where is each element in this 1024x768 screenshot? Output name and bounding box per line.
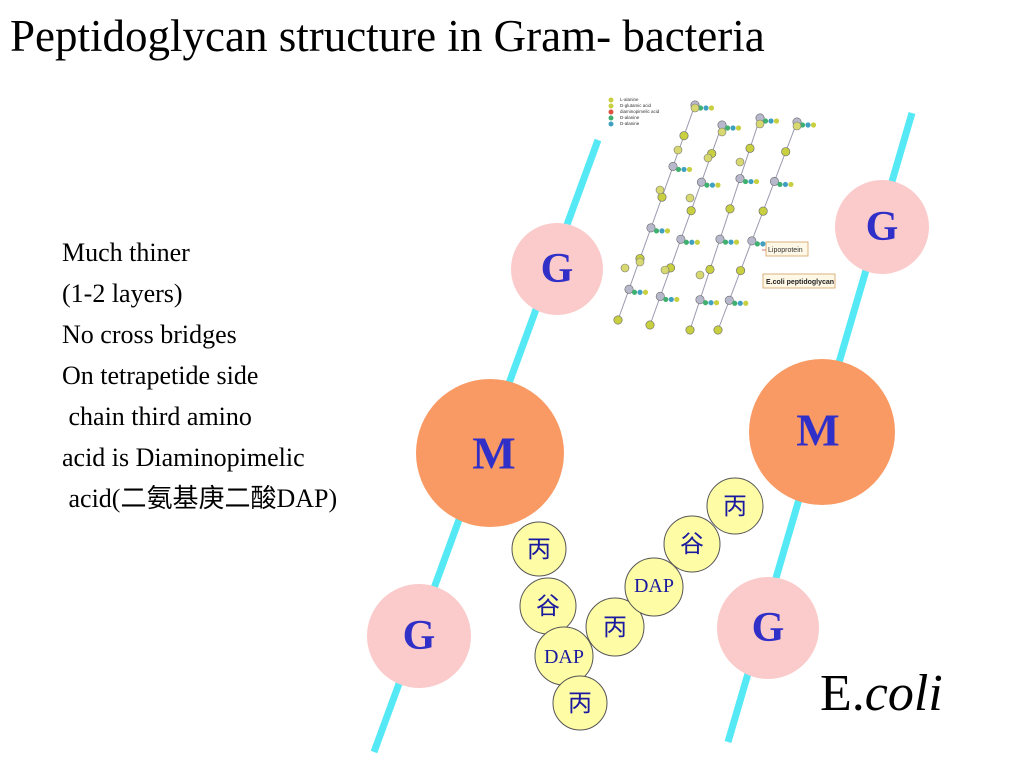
species-genus: E. [820, 665, 865, 722]
peptide-dap-right: DAP [624, 557, 684, 617]
peptide-label: DAP [634, 575, 674, 597]
sugar-g-bottom-left: G [367, 584, 471, 688]
inset-legend-icons [608, 97, 614, 127]
peptide-ala-left-4: 丙 [552, 675, 608, 731]
notes-line: No cross bridges [62, 320, 237, 349]
sugar-m-right: M [749, 359, 895, 505]
sugar-g-top-left: G [511, 223, 603, 315]
peptide-label: 丙 [723, 492, 747, 520]
slide-title: Peptidoglycan structure in Gram- bacteri… [10, 11, 765, 61]
inset-lipoprotein-label: Lipoprotein [768, 247, 803, 254]
notes-line: acid is Diaminopimelic [62, 443, 305, 472]
species-name: E.coli [820, 664, 943, 723]
svg-text:L-alanine D-glutamic aci: L-alanine D-glutamic acid diaminopimelic… [620, 97, 661, 126]
inset-legend-item: D-alanine [620, 115, 640, 120]
inset-legend-item: L-alanine [620, 97, 639, 102]
inset-legend-item: diaminopimelic acid [620, 109, 660, 114]
inset-lattice [613, 100, 817, 335]
sugar-label: G [403, 613, 436, 659]
ecoli-peptidoglycan-inset: L-alanine D-glutamic acid diaminopimelic… [608, 97, 836, 335]
inset-legend-item: D-glutamic acid [620, 103, 652, 108]
peptide-label: DAP [544, 646, 584, 668]
sugar-g-top-right: G [835, 180, 929, 274]
sugar-m-left: M [416, 379, 564, 527]
species-epithet: coli [864, 665, 943, 722]
peptide-ala-right-1: 丙 [706, 477, 764, 535]
sugar-label: G [866, 204, 899, 250]
notes-line: (1-2 layers) [62, 279, 183, 308]
notes-line: Much thiner [62, 238, 190, 267]
peptide-dap-left: DAP [534, 626, 594, 686]
notes-line: acid(二氨基庚二酸DAP) [62, 484, 338, 513]
peptide-label: 丙 [568, 689, 592, 717]
sugar-label: G [541, 246, 574, 292]
sugar-label: G [752, 605, 785, 651]
peptide-label: 丙 [603, 613, 627, 641]
peptide-label: 丙 [527, 535, 551, 563]
peptide-label: 谷 [680, 530, 704, 558]
peptide-glu-right: 谷 [663, 515, 721, 573]
peptide-ala-center: 丙 [585, 597, 645, 657]
sugar-label: M [796, 405, 839, 456]
sugar-label: M [472, 428, 515, 479]
peptide-glu-left: 谷 [519, 577, 577, 635]
notes-text: Much thiner (1-2 layers) No cross bridge… [62, 232, 337, 519]
peptide-ala-left-1: 丙 [511, 521, 567, 577]
peptide-label: 谷 [536, 592, 560, 620]
inset-legend-item: D-alanine [620, 121, 640, 126]
notes-line: chain third amino [62, 402, 252, 431]
inset-caption: E.coli peptidoglycan [766, 279, 834, 286]
notes-line: On tetrapetide side [62, 361, 259, 390]
sugar-g-bottom-right: G [717, 577, 819, 679]
